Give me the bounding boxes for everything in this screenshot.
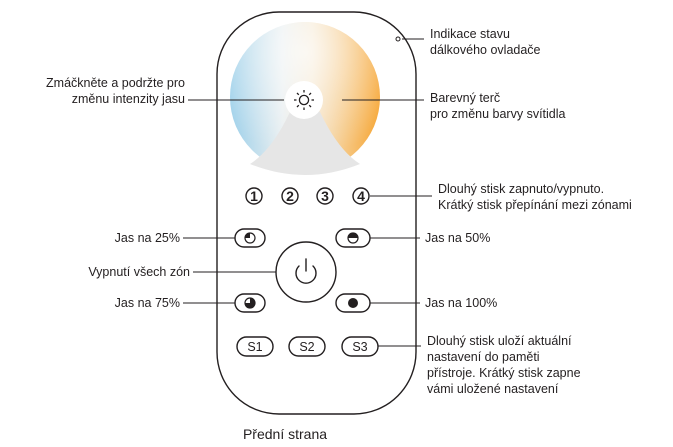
zone-button-1[interactable]: 1 (245, 187, 263, 205)
power-button[interactable] (275, 241, 337, 303)
power-icon (295, 258, 317, 284)
status-led (395, 36, 401, 42)
brightness-50-button[interactable] (335, 228, 371, 248)
brightness-annotation: Zmáčkněte a podržte pro změnu intenzity … (46, 76, 185, 106)
brightness-100-button[interactable] (335, 293, 371, 313)
zone-button-3[interactable]: 3 (316, 187, 334, 205)
scenes-annotation: Dlouhý stisk uloží aktuální nastavení do… (427, 334, 581, 396)
zone-3-label: 3 (321, 188, 329, 204)
jas25-annotation: Jas na 25% (114, 231, 180, 245)
brightness-25-button[interactable] (234, 228, 266, 248)
brightness-full-icon (348, 298, 358, 308)
scene-s1-label: S1 (247, 340, 262, 354)
sun-icon (294, 90, 314, 110)
brightness-half-icon (347, 232, 359, 244)
zone-button-2[interactable]: 2 (281, 187, 299, 205)
alloff-annotation: Vypnutí všech zón (88, 265, 190, 279)
brightness-75-button[interactable] (234, 293, 266, 313)
jas50-annotation: Jas na 50% (425, 231, 491, 245)
status-annotation: Indikace stavu dálkového ovladače (430, 27, 541, 57)
brightness-button[interactable] (285, 81, 323, 119)
zone-1-label: 1 (250, 188, 258, 204)
jas100-annotation: Jas na 100% (425, 296, 498, 310)
scene-button-s1[interactable]: S1 (236, 336, 274, 357)
scene-button-s2[interactable]: S2 (288, 336, 326, 357)
brightness-quarter-icon (244, 232, 256, 244)
scene-button-s3[interactable]: S3 (341, 336, 379, 357)
zone-4-label: 4 (357, 188, 365, 204)
zone-button-4[interactable]: 4 (352, 187, 370, 205)
scene-s2-label: S2 (299, 340, 314, 354)
color-wheel-annotation: Barevný terč pro změnu barvy svítidla (430, 91, 566, 121)
caption: Přední strana (242, 426, 328, 442)
zones-annotation: Dlouhý stisk zapnuto/vypnuto. Krátký sti… (438, 182, 632, 212)
jas75-annotation: Jas na 75% (114, 296, 180, 310)
brightness-three-quarter-icon (244, 297, 256, 309)
zone-2-label: 2 (286, 188, 294, 204)
leader-lines (183, 38, 432, 347)
scene-s3-label: S3 (352, 340, 367, 354)
